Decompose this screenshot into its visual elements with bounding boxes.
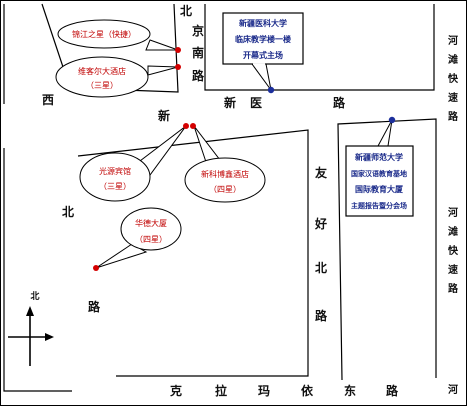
road-label: 东 [344, 383, 356, 398]
road-label: 南 [192, 45, 204, 60]
callout-tail [147, 65, 179, 76]
road-label: 京 [192, 23, 204, 38]
hotel-name: 维客尔大酒店 [78, 66, 126, 76]
road-label: 玛 [258, 384, 270, 398]
venue-callout-medical-university[interactable]: 新疆医科大学 临床教学楼一楼 开幕式主场 [222, 12, 304, 94]
hotel-grade: （三星） [86, 81, 118, 90]
road-label: 速 [448, 263, 458, 276]
hotel-grade: （四星） [209, 185, 241, 194]
road-label: 河 [448, 384, 458, 396]
venue-line: 新疆师范大学 [355, 152, 403, 162]
road-label: 路 [333, 95, 346, 110]
venue-line: 新疆医科大学 [239, 18, 287, 28]
road-label: 路 [192, 68, 205, 83]
road-label: 拉 [215, 383, 227, 398]
block-west-edge [3, 148, 72, 392]
road-label: 北 [315, 260, 327, 275]
road-label: 北 [180, 3, 192, 18]
road-label: 速 [448, 91, 458, 104]
venue-callout-normal-university[interactable]: 新疆师范大学 国家汉语教育基地 国际教育大厦 主题报告暨分会场 [345, 116, 414, 217]
road-label: 路 [448, 282, 459, 295]
compass-north-label: 北 [30, 290, 39, 302]
venue-line: 主题报告暨分会场 [351, 201, 407, 210]
road-label: 医 [250, 96, 262, 110]
block-northeast [204, 4, 435, 91]
venue-line: 国际教育大厦 [355, 184, 404, 194]
compass: 北 [8, 290, 54, 366]
hotel-marker[interactable] [183, 123, 189, 129]
road-label: 滩 [448, 53, 458, 66]
road-label: 友 [314, 165, 327, 180]
road-label: 北 [62, 204, 74, 219]
venue-line: 开幕式主场 [243, 50, 283, 60]
road-label: 好 [314, 216, 327, 231]
callout-tail [193, 125, 221, 163]
hotel-grade: （四星） [135, 235, 167, 244]
road-label: 快 [447, 244, 459, 257]
callout-tail [145, 39, 179, 51]
road-label: 路 [88, 299, 101, 314]
venue-box [345, 145, 414, 217]
callout-tail [377, 119, 393, 147]
road-label: 河 [448, 35, 458, 47]
hotel-callout-guangyuan[interactable]: 光源宾馆 （三星） [79, 125, 187, 202]
road-label: 路 [386, 383, 399, 398]
hotel-name: 华德大厦 [135, 218, 167, 228]
venue-line: 国家汉语教育基地 [351, 169, 407, 178]
road-label: 克 [170, 383, 182, 398]
hotel-marker[interactable] [190, 123, 196, 129]
road-label: 西 [42, 93, 54, 107]
hotel-callout-huade[interactable]: 华德大厦 （四星） [93, 207, 182, 271]
venue-marker[interactable] [388, 116, 396, 124]
arrow-right-icon [45, 333, 54, 341]
road-label: 路 [315, 308, 328, 323]
hotel-marker[interactable] [175, 47, 181, 53]
callout-bubble [57, 19, 151, 49]
hotel-name: 锦江之星（快捷） [72, 29, 136, 39]
callout-bubble [120, 207, 182, 251]
callout-bubble [55, 56, 149, 98]
hotel-callout-xinke[interactable]: 新科博鑫酒店 （四星） [184, 125, 266, 203]
hotel-marker[interactable] [175, 64, 181, 70]
road-label: 新 [224, 95, 236, 110]
hotel-name: 新科博鑫酒店 [201, 169, 249, 179]
callout-bubble [79, 152, 151, 202]
hotel-marker[interactable] [93, 265, 99, 271]
hotel-name: 光源宾馆 [99, 166, 131, 176]
callout-tail [251, 63, 272, 91]
road-label: 依 [301, 383, 314, 398]
road-label: 路 [448, 110, 459, 123]
hotel-callout-jinjiang[interactable]: 锦江之星（快捷） [57, 19, 181, 53]
road-label: 滩 [448, 225, 458, 238]
block-southwest [77, 129, 309, 377]
venue-box [222, 12, 304, 65]
road-label: 河 [448, 207, 458, 219]
arrow-up-icon [26, 306, 34, 316]
road-label: 快 [447, 72, 459, 85]
hotel-grade: （三星） [99, 182, 131, 191]
venue-marker[interactable] [267, 86, 275, 94]
block-southeast [337, 118, 437, 381]
venue-line: 临床教学楼一楼 [235, 34, 291, 44]
road-label: 新 [158, 108, 170, 123]
callout-bubble [184, 157, 266, 203]
hotel-callout-weikeer[interactable]: 维客尔大酒店 （三星） [55, 56, 181, 98]
